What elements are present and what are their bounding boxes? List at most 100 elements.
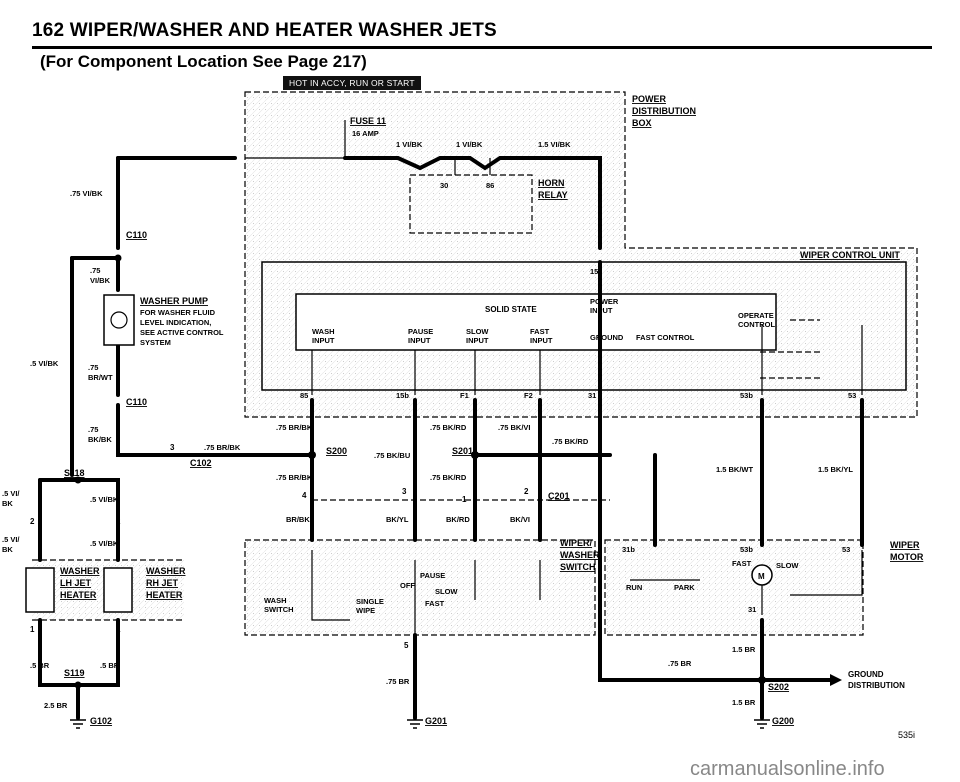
pdb-label-1: POWER	[632, 94, 667, 104]
pin-3: 3	[402, 487, 407, 496]
wire-75-a: .75	[90, 266, 100, 275]
wire-bk-rd: BK/RD	[446, 515, 470, 524]
page-title: 162 WIPER/WASHER AND HEATER WASHER JETS	[32, 20, 497, 41]
pin-4: 4	[302, 491, 307, 500]
pdb-label-2: DISTRIBUTION	[632, 106, 696, 116]
wire-5-vi-bk-c: .5 VI/BK	[90, 539, 119, 548]
wire-2-5-br: 2.5 BR	[44, 701, 68, 710]
wire-75-bk-rd-c: .75 BK/RD	[430, 473, 467, 482]
pause-label: PAUSE	[420, 571, 445, 580]
wire-1-5-br-b: 1.5 BR	[732, 698, 756, 707]
wire-75-bk-bu: .75 BK/BU	[374, 451, 410, 460]
switch-boundary	[244, 539, 596, 636]
s118-dot	[74, 476, 82, 484]
pin-15: 15	[590, 267, 598, 276]
fast-control-label: FAST CONTROL	[636, 333, 695, 342]
g102-ground	[70, 719, 86, 729]
fuse-amp-label: 16 AMP	[352, 129, 379, 138]
hot-in-accy-box: HOT IN ACCY, RUN OR START	[283, 76, 421, 90]
wire-1-5-bk-wt: 1.5 BK/WT	[716, 465, 754, 474]
g102-label: G102	[90, 716, 112, 726]
s119-label: S119	[64, 668, 85, 678]
wire-bk-vi: BK/VI	[510, 515, 530, 524]
pin-85: 85	[300, 391, 308, 400]
pdb-label-3: BOX	[632, 118, 652, 128]
washer-pump-line5: SYSTEM	[140, 338, 171, 347]
rh-heater-2: RH JET	[146, 578, 179, 588]
s202-dot	[758, 676, 766, 684]
wire-br-bk: BR/BK	[286, 515, 310, 524]
park-label: PARK	[674, 583, 695, 592]
wire-wcu-inputs	[311, 350, 601, 395]
ground-dist-2: DISTRIBUTION	[848, 681, 905, 690]
s200-label: S200	[326, 446, 347, 456]
ground-label: GROUND	[590, 333, 624, 342]
s118-label: S118	[64, 468, 85, 478]
s119-dot	[74, 681, 82, 689]
wire-5-vi-bk-b: .5 VI/BK	[90, 495, 119, 504]
c201-label: C201	[548, 491, 570, 501]
watermark: carmanualsonline.info	[690, 758, 885, 780]
lh-heater-1: WASHER	[60, 566, 100, 576]
wire-5-vi-a: .5 VI/	[2, 489, 20, 498]
g201-ground	[407, 719, 423, 729]
wire-75-br-bk-b: .75 BR/BK	[276, 423, 313, 432]
run-label: RUN	[626, 583, 642, 592]
c102-label: C102	[190, 458, 212, 468]
wire-relay-pins	[454, 158, 491, 175]
wiper-motor-1: WIPER	[890, 540, 920, 550]
ww-switch-1: WIPER/	[560, 538, 593, 548]
wash-switch-1: WASH	[264, 596, 287, 605]
washer-pump-line3: LEVEL INDICATION,	[140, 318, 211, 327]
pin-53b: 53b	[740, 391, 753, 400]
s202-label: S202	[768, 682, 789, 692]
g200-ground	[754, 719, 770, 729]
heater-boundary	[32, 559, 184, 621]
relay-pin-86: 86	[486, 181, 494, 190]
header-rule	[32, 46, 932, 49]
wire-75-br-bk-a: .75 BR/BK	[204, 443, 241, 452]
power-input-2: INPUT	[590, 306, 613, 315]
motor-slow-label: SLOW	[776, 561, 799, 570]
g200-label: G200	[772, 716, 794, 726]
wire-switch-contacts	[414, 560, 541, 635]
wire-75-bk-vi: .75 BK/VI	[498, 423, 531, 432]
wire-5-br-a: .5 BR	[30, 661, 50, 670]
pause-input-2: INPUT	[408, 336, 431, 345]
fuse-label: FUSE 11	[350, 116, 386, 126]
wire-bk-b: BK	[2, 545, 13, 554]
ground-dist-arrow	[830, 674, 842, 686]
pause-input-1: PAUSE	[408, 327, 433, 336]
motor-symbol	[751, 564, 773, 586]
motor-shade	[605, 540, 863, 635]
wash-input-1: WASH	[312, 327, 335, 336]
wire-bk-a: BK	[2, 499, 13, 508]
wire-75-b: .75	[88, 363, 98, 372]
solid-state-box	[295, 293, 777, 351]
washer-pump-line2: FOR WASHER FLUID	[140, 308, 216, 317]
motor-fast-label: FAST	[732, 559, 752, 568]
c110-label-top: C110	[126, 230, 147, 240]
lh-heater-3: HEATER	[60, 590, 97, 600]
wcu-label: WIPER CONTROL UNIT	[800, 250, 900, 260]
wire-vi-bk-a: VI/BK	[90, 276, 111, 285]
washer-pump-motor	[110, 311, 128, 329]
wire-5-vi-b: .5 VI/	[2, 535, 20, 544]
wire-1-5-vi-bk: 1.5 VI/BK	[538, 140, 571, 149]
c110-label-bottom: C110	[126, 397, 147, 407]
relay-pin-30: 30	[440, 181, 448, 190]
wire-75-br-a: .75 BR	[668, 659, 692, 668]
rh-heater-3: HEATER	[146, 590, 183, 600]
wcu-internal-dash	[760, 319, 820, 379]
wire-75-c: .75	[88, 425, 98, 434]
slow-input-2: INPUT	[466, 336, 489, 345]
single-wipe-2: WIPE	[356, 606, 375, 615]
page-code: 535i	[898, 730, 916, 740]
motor-31: 31	[748, 605, 756, 614]
fast-input-2: INPUT	[530, 336, 553, 345]
pin-31: 31	[588, 391, 596, 400]
lh-pin-2: 2	[30, 517, 35, 526]
lh-pin-1: 1	[30, 625, 35, 634]
motor-53b: 53b	[740, 545, 753, 554]
wash-input-2: INPUT	[312, 336, 335, 345]
